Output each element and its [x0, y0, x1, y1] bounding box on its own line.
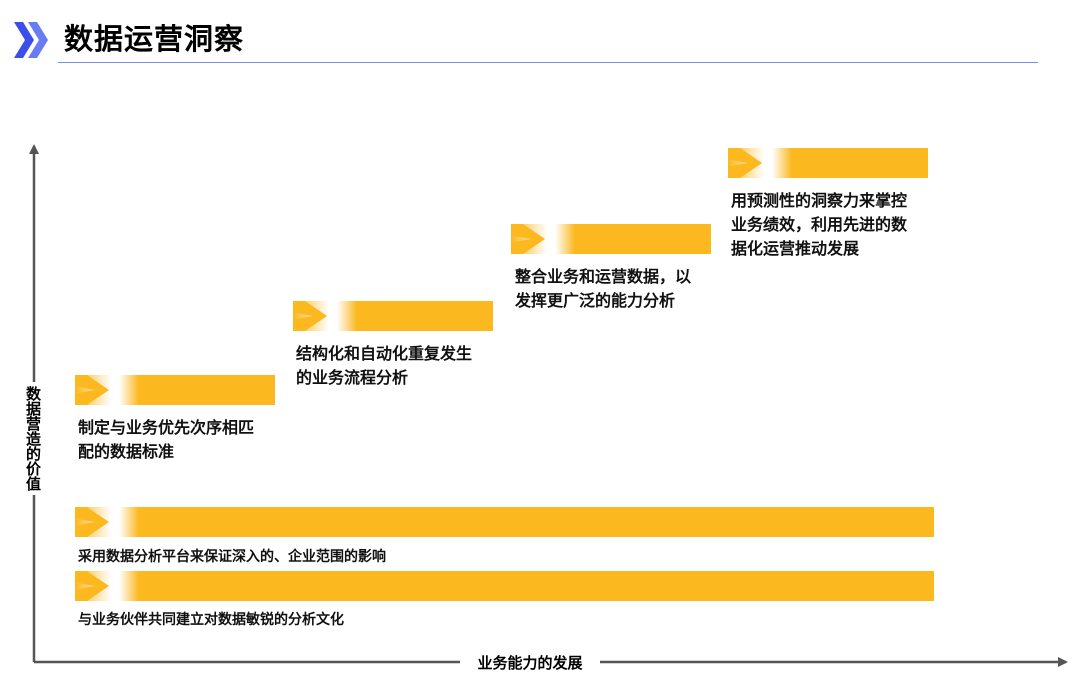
bar-flag-marker: [293, 301, 327, 331]
bar-flag-marker: [511, 224, 545, 254]
step-text-line: 结构化和自动化重复发生: [296, 344, 473, 363]
step-text-4: 用预测性的洞察力来掌控 业务绩效，利用先进的数 据化运营推动发展: [731, 189, 941, 261]
step-text-2: 结构化和自动化重复发生 的业务流程分析: [296, 342, 506, 390]
step-bar-3: [511, 224, 711, 254]
step-text-line: 配的数据标准: [78, 442, 175, 461]
double-chevron-right-icon: [14, 22, 48, 58]
bar-fill: [75, 571, 934, 601]
bar-fill: [75, 507, 934, 537]
step-bar-4: [728, 148, 928, 178]
page-title: 数据运营洞察: [64, 22, 245, 56]
bar-flag-marker: [75, 375, 109, 405]
step-text-line: 发挥更广泛的能力分析: [515, 291, 676, 310]
bar-flag-marker: [75, 507, 109, 537]
band-bar-2: [75, 571, 934, 601]
x-axis-label: 业务能力的发展: [460, 652, 600, 673]
band-bar-1: [75, 507, 934, 537]
band-text-1: 采用数据分析平台来保证深入的、企业范围的影响: [78, 549, 386, 565]
step-bar-1: [75, 375, 275, 405]
step-text-1: 制定与业务优先次序相匹 配的数据标准: [78, 416, 288, 464]
step-text-line: 制定与业务优先次序相匹: [78, 418, 255, 437]
step-text-3: 整合业务和运营数据，以 发挥更广泛的能力分析: [515, 265, 725, 313]
y-axis-label: 数据营造的价值: [18, 382, 42, 495]
step-text-line: 业务绩效，利用先进的数: [731, 215, 908, 234]
title-divider: [58, 62, 1038, 63]
bar-flag-marker: [728, 148, 762, 178]
step-text-line: 整合业务和运营数据，以: [515, 267, 692, 286]
bar-flag-marker: [75, 571, 109, 601]
step-text-line: 据化运营推动发展: [731, 239, 860, 258]
band-text-2: 与业务伙伴共同建立对数据敏锐的分析文化: [78, 612, 344, 628]
step-text-line: 的业务流程分析: [296, 368, 409, 387]
step-text-line: 用预测性的洞察力来掌控: [731, 191, 908, 210]
step-bar-2: [293, 301, 493, 331]
